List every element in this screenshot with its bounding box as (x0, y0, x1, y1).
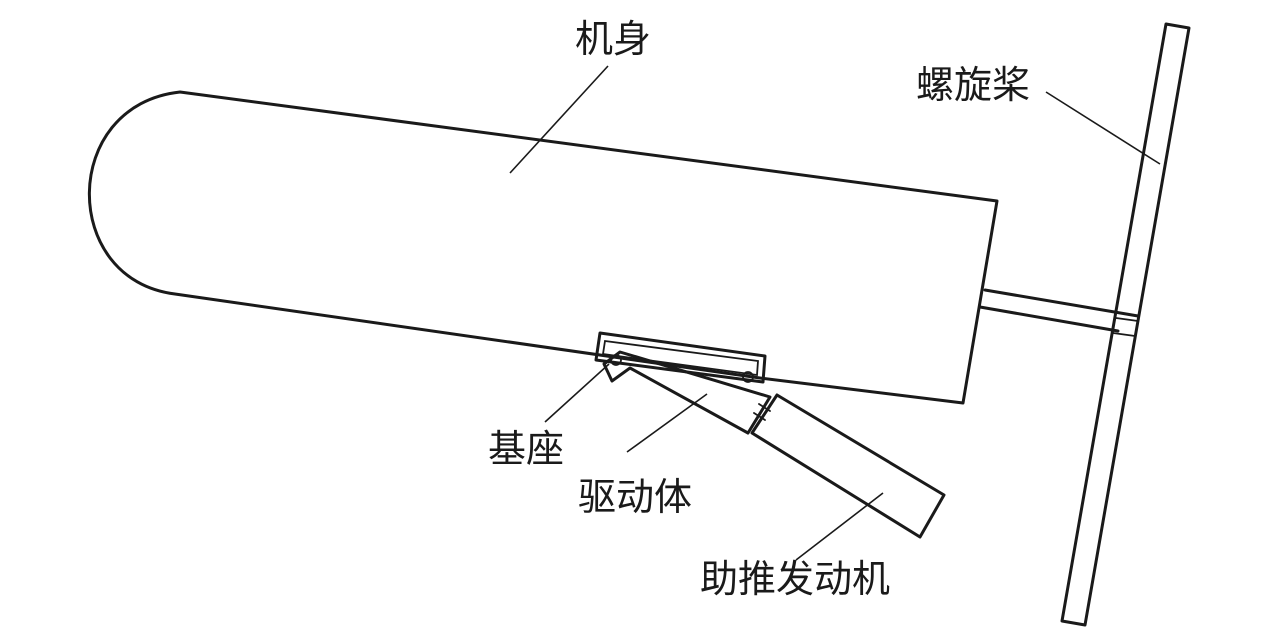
leader-drive-body (626, 393, 708, 453)
label-base: 基座 (488, 427, 564, 471)
label-drive-body: 驱动体 (578, 475, 692, 519)
label-propeller: 螺旋桨 (916, 63, 1030, 107)
label-booster-engine: 助推发动机 (700, 557, 890, 601)
drive-body-shape (602, 350, 772, 435)
label-fuselage: 机身 (575, 17, 651, 61)
booster-engine-shape (750, 393, 946, 539)
propeller-blade (1060, 22, 1191, 627)
leader-booster-engine (795, 492, 884, 561)
leader-fuselage (509, 65, 609, 174)
fuselage-shape (87, 90, 999, 405)
propeller-hub-marks (1112, 317, 1139, 337)
propeller-shaft (978, 288, 1140, 333)
leader-propeller (1045, 91, 1161, 165)
leader-base (544, 363, 610, 423)
